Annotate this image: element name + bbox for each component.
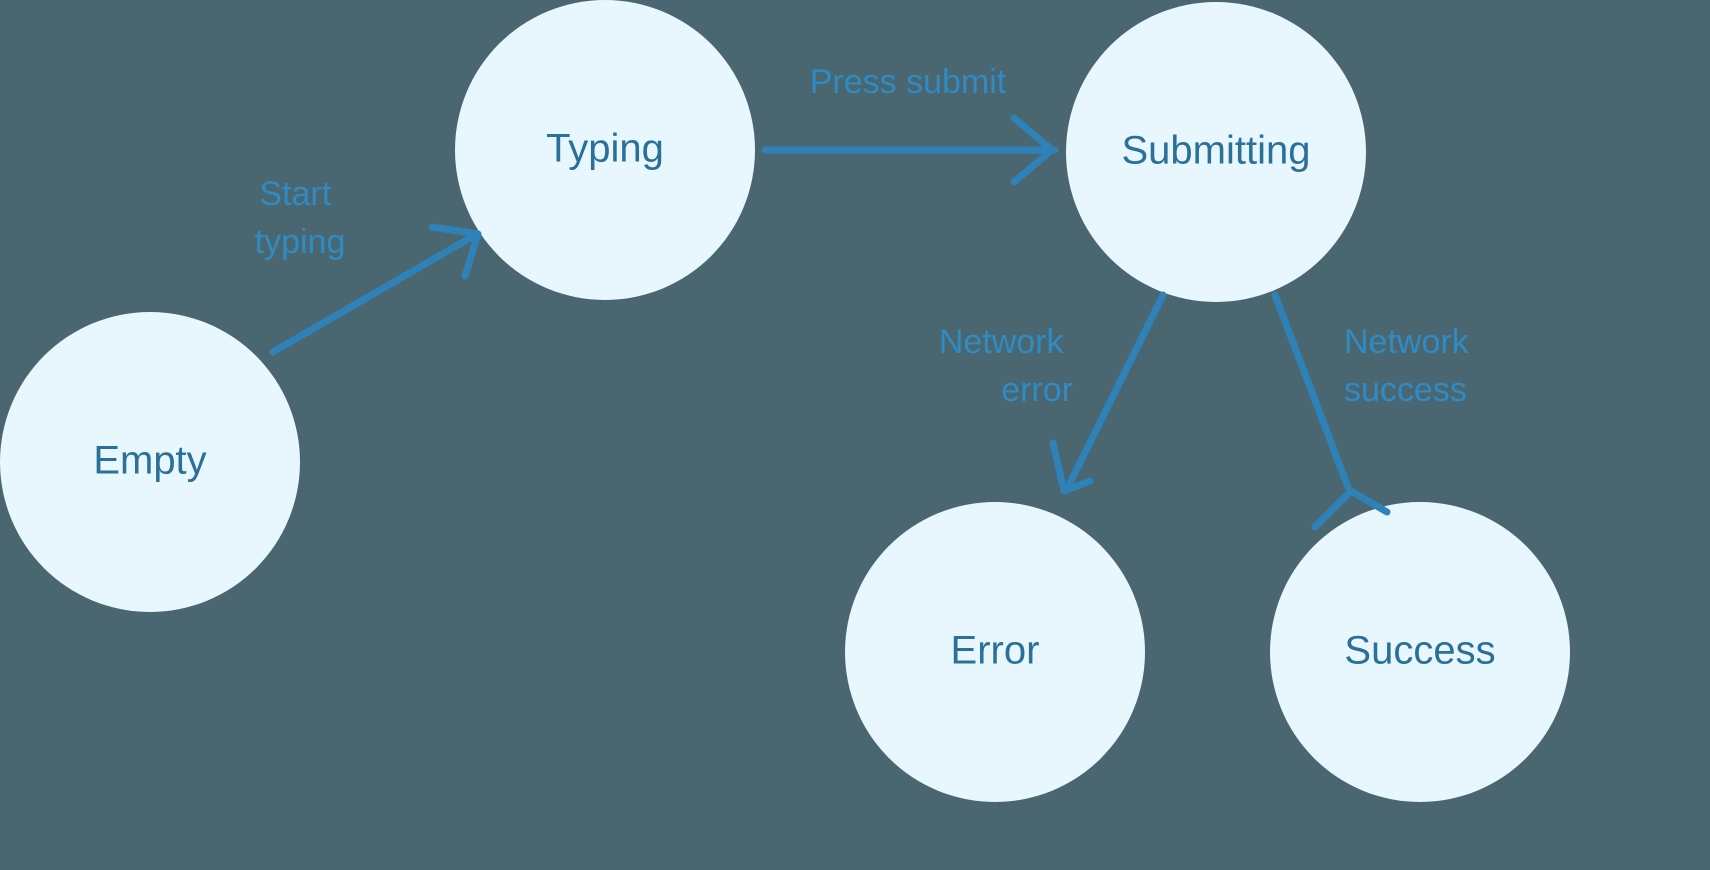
node-empty-label: Empty <box>93 439 206 483</box>
edge-empty-to-typing-line <box>269 234 474 356</box>
node-typing[interactable]: Typing <box>455 0 755 300</box>
node-empty-circle[interactable] <box>0 312 300 612</box>
node-typing-label: Typing <box>546 127 664 171</box>
edge-submitting-to-success: Network success <box>1271 291 1478 531</box>
node-success-circle[interactable] <box>1270 502 1570 802</box>
edge-empty-to-typing-arrowhead <box>428 223 482 280</box>
edge-empty-to-typing-label: Start typing <box>255 175 346 261</box>
edge-submitting-to-error: Network error <box>939 291 1167 495</box>
edge-typing-to-submitting-arrowhead <box>1010 114 1056 186</box>
edge-submitting-to-success-arrowhead <box>1311 487 1391 531</box>
edge-submitting-to-error-arrowhead <box>1049 439 1094 495</box>
node-success[interactable]: Success <box>1270 502 1570 802</box>
edge-typing-to-submitting-label: Press submit <box>810 63 1007 101</box>
edge-label-line: Start <box>259 175 331 213</box>
node-error-circle[interactable] <box>845 502 1145 802</box>
edge-label-line: typing <box>255 223 346 261</box>
node-submitting-label: Submitting <box>1122 129 1311 173</box>
node-error-label: Error <box>951 629 1040 673</box>
edge-label-line: Network <box>1344 323 1470 361</box>
edge-label-line: Network <box>939 323 1065 361</box>
edge-label-line: Press submit <box>810 63 1007 101</box>
edge-label-line: success <box>1344 371 1467 409</box>
node-submitting[interactable]: Submitting <box>1066 2 1366 302</box>
edge-submitting-to-success-label: Network success <box>1344 323 1478 409</box>
edge-empty-to-typing: Start typing <box>255 175 482 356</box>
node-success-label: Success <box>1344 629 1495 673</box>
edge-submitting-to-error-label: Network error <box>939 323 1073 409</box>
edge-submitting-to-error-line <box>1064 291 1167 491</box>
node-typing-circle[interactable] <box>455 0 755 300</box>
node-submitting-circle[interactable] <box>1066 2 1366 302</box>
node-empty[interactable]: Empty <box>0 312 300 612</box>
edge-submitting-to-success-line <box>1271 291 1352 491</box>
node-error[interactable]: Error <box>845 502 1145 802</box>
edge-typing-to-submitting: Press submit <box>761 63 1059 186</box>
edge-label-line: error <box>1001 371 1073 409</box>
